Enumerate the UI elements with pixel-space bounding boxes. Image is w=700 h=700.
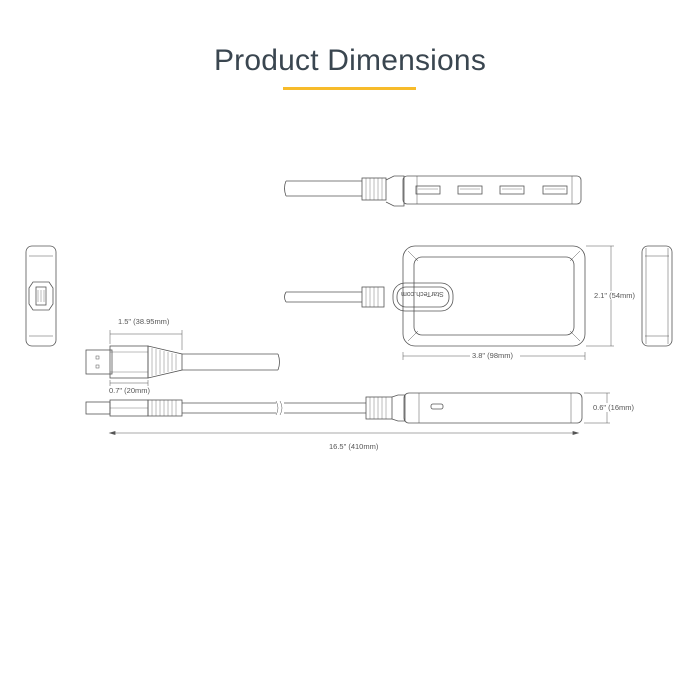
brand-logo: StarTech.com (401, 290, 444, 297)
height-label: 0.6" (16mm) (592, 403, 636, 412)
side-view-full-length (85, 392, 610, 436)
total-length-label: 16.5" (410mm) (328, 442, 380, 451)
top-view-hub-body (284, 245, 614, 360)
usb-port-icon (415, 185, 568, 195)
micro-usb-port-icon (430, 403, 444, 410)
top-view-usb-ports (284, 175, 582, 207)
left-end-view-usb-a (25, 245, 57, 347)
page-title: Product Dimensions (213, 44, 487, 77)
right-end-view (641, 245, 673, 347)
title-underline (283, 87, 416, 90)
depth-label: 2.1" (54mm) (593, 291, 637, 300)
plug-length-label: 0.7" (20mm) (108, 386, 152, 395)
connector-length-label: 1.5" (38.95mm) (117, 317, 171, 326)
connector-detail (85, 330, 280, 386)
width-label: 3.8" (98mm) (471, 351, 515, 360)
